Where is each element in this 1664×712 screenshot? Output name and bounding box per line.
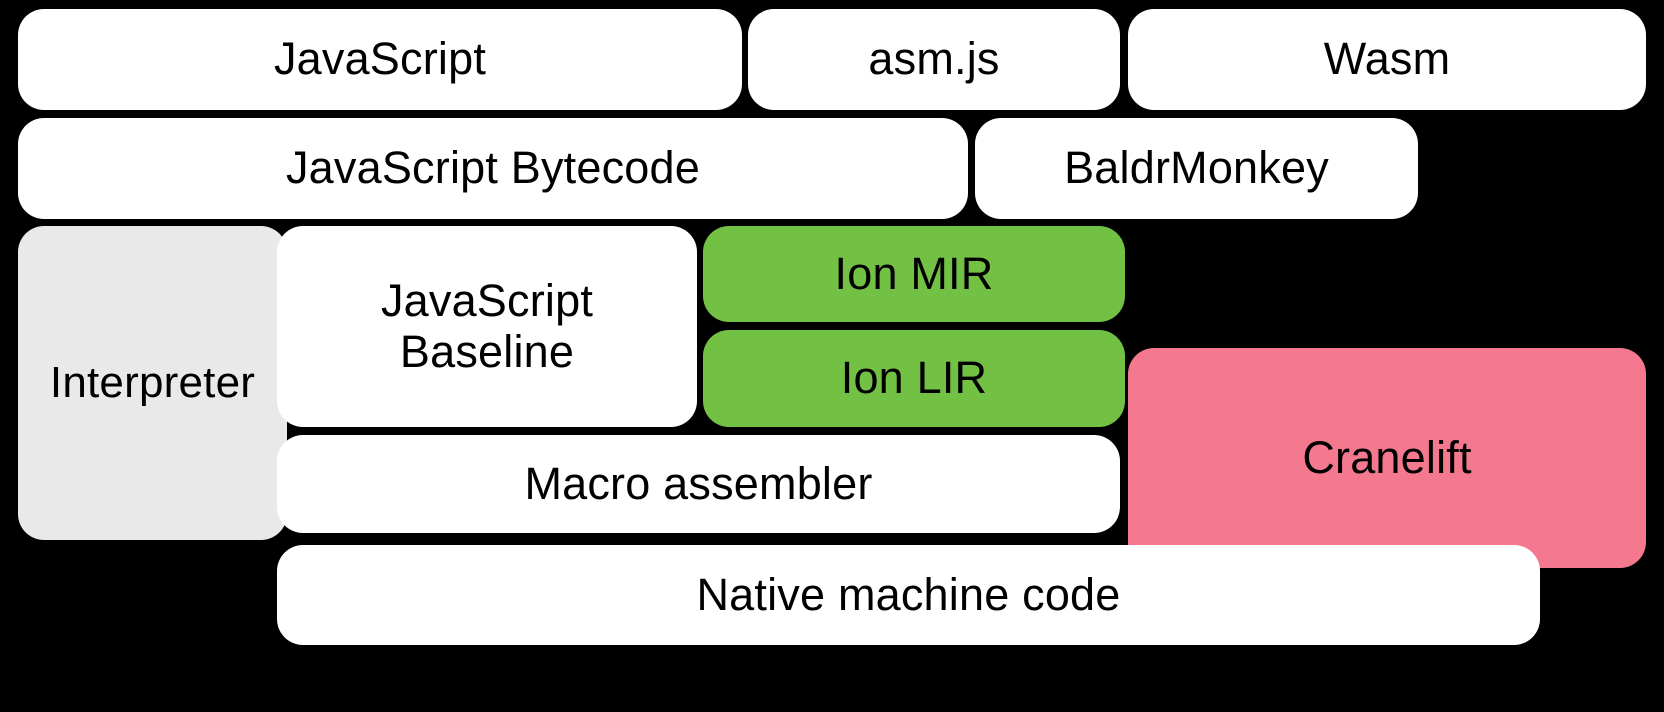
node-baldrmonkey[interactable]: BaldrMonkey	[975, 118, 1418, 219]
node-interpreter[interactable]: Interpreter	[18, 226, 287, 540]
node-macro-assembler[interactable]: Macro assembler	[277, 435, 1120, 533]
node-asmjs[interactable]: asm.js	[748, 9, 1120, 110]
node-cranelift[interactable]: Cranelift	[1128, 348, 1646, 568]
node-ion-mir[interactable]: Ion MIR	[703, 226, 1125, 322]
node-javascript-bytecode[interactable]: JavaScript Bytecode	[18, 118, 968, 219]
node-javascript[interactable]: JavaScript	[18, 9, 742, 110]
node-javascript-baseline[interactable]: JavaScript Baseline	[277, 226, 697, 427]
node-ion-lir[interactable]: Ion LIR	[703, 330, 1125, 427]
node-native-machine-code[interactable]: Native machine code	[277, 545, 1540, 645]
node-wasm[interactable]: Wasm	[1128, 9, 1646, 110]
